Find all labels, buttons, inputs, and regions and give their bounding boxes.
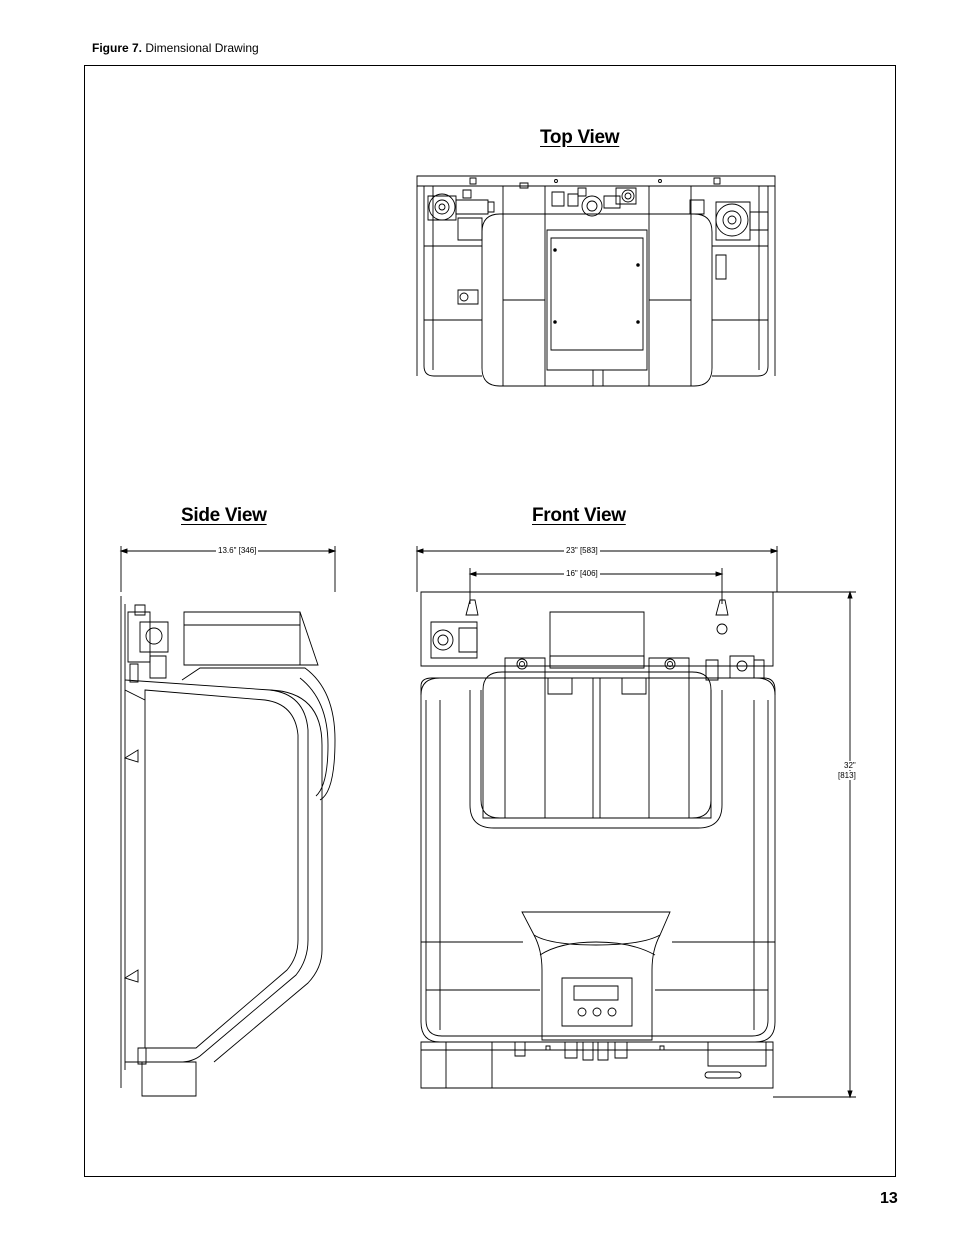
figure-label: Figure 7. xyxy=(92,41,143,55)
front-mount-dimension: 16" [406] xyxy=(564,569,600,578)
drawing-frame xyxy=(84,65,896,1177)
side-view-title: Side View xyxy=(181,505,267,526)
front-view-drawing xyxy=(417,546,856,1097)
side-view-drawing xyxy=(121,546,335,1096)
top-view-title: Top View xyxy=(540,127,620,148)
side-depth-dimension: 13.6" [346] xyxy=(216,546,259,555)
front-height-dimension-mm: [813] xyxy=(836,771,858,780)
front-width-dimension: 23" [583] xyxy=(564,546,600,555)
figure-caption: Figure 7. Dimensional Drawing xyxy=(92,41,259,55)
top-view-drawing xyxy=(417,176,775,386)
figure-title: Dimensional Drawing xyxy=(142,41,259,55)
front-height-dimension-in: 32" xyxy=(842,761,858,770)
page-number: 13 xyxy=(880,1190,898,1207)
front-view-title: Front View xyxy=(532,505,626,526)
